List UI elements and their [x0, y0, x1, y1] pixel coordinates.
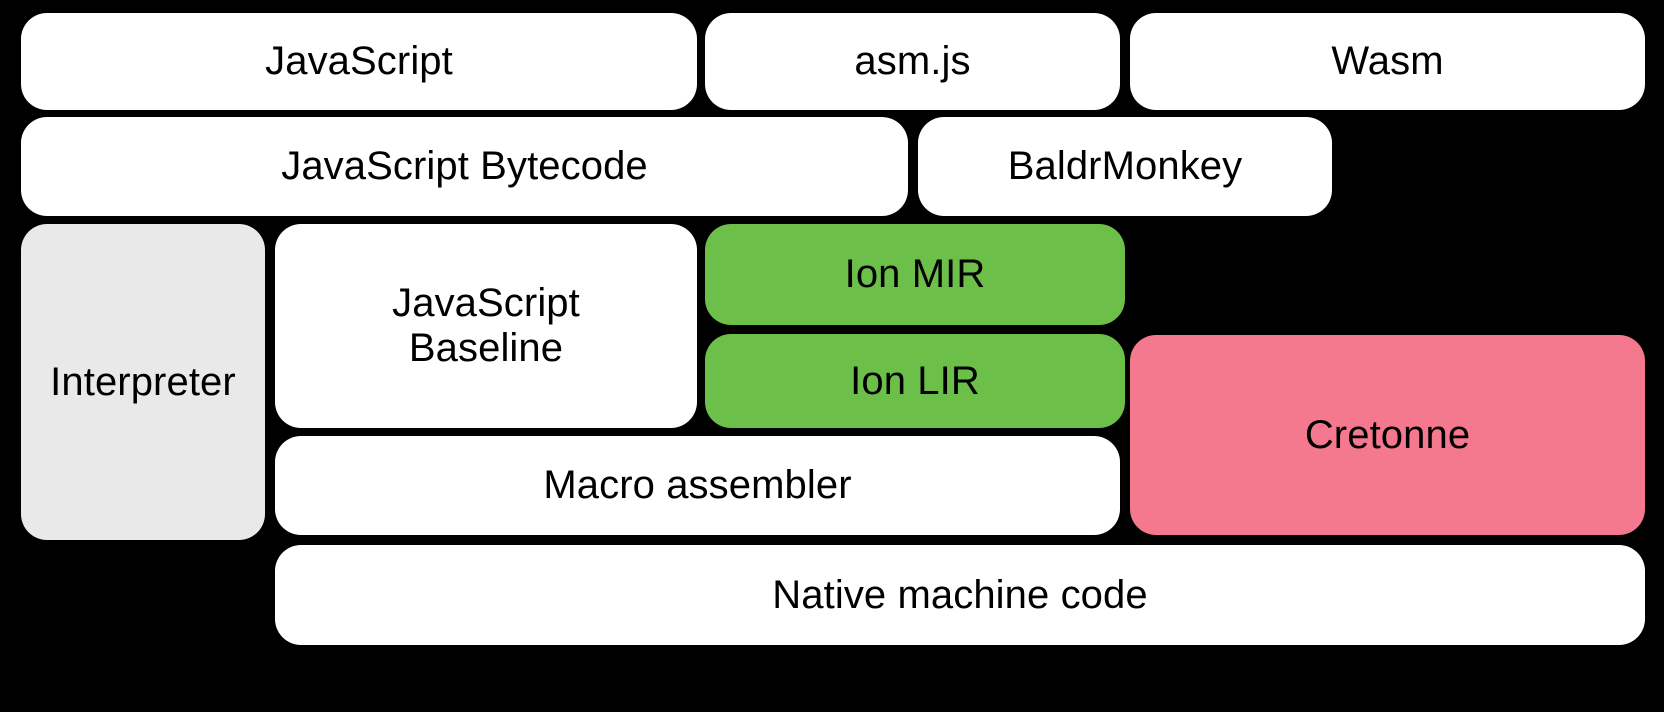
node-interpreter: Interpreter	[21, 224, 265, 540]
node-javascript-baseline: JavaScript Baseline	[275, 224, 697, 428]
node-macro-assembler: Macro assembler	[275, 436, 1120, 535]
node-ion-mir: Ion MIR	[705, 224, 1125, 325]
node-native-machine-code: Native machine code	[275, 545, 1645, 645]
node-cretonne: Cretonne	[1130, 335, 1645, 535]
node-baldrmonkey: BaldrMonkey	[918, 117, 1332, 216]
node-asm-js: asm.js	[705, 13, 1120, 110]
node-wasm: Wasm	[1130, 13, 1645, 110]
node-ion-lir: Ion LIR	[705, 334, 1125, 428]
node-javascript: JavaScript	[21, 13, 697, 110]
node-javascript-bytecode: JavaScript Bytecode	[21, 117, 908, 216]
